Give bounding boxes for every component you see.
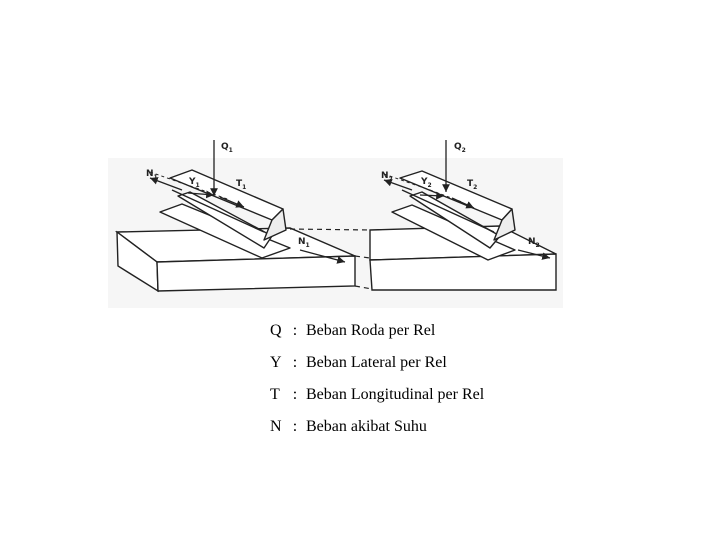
legend-symbol: T <box>270 386 280 403</box>
right-force-arrows <box>383 140 551 260</box>
legend-text: Beban akibat Suhu <box>306 418 427 435</box>
legend-separator: : <box>292 386 298 403</box>
legend-text: Beban Roda per Rel <box>306 322 436 339</box>
sleeper-continuation <box>289 228 373 290</box>
label-t1: T1 <box>236 179 246 191</box>
legend-row-t: T: Beban Longitudinal per Rel <box>270 384 484 416</box>
label-y1: Y1 <box>188 177 200 189</box>
label-n2-side: N2 <box>528 237 540 249</box>
right-rail <box>391 170 516 261</box>
legend-separator: : <box>292 322 298 339</box>
legend-row-q: Q: Beban Roda per Rel <box>270 320 484 352</box>
legend-symbol: N <box>270 418 282 435</box>
legend-symbol: Q <box>270 322 282 339</box>
legend-row-y: Y: Beban Lateral per Rel <box>270 352 484 384</box>
legend-separator: : <box>292 418 298 435</box>
legend-text: Beban Lateral per Rel <box>306 354 447 371</box>
label-y2: Y2 <box>420 177 432 189</box>
legend-text: Beban Longitudinal per Rel <box>306 386 485 403</box>
left-force-arrows <box>149 140 346 264</box>
legend-separator: : <box>292 354 298 371</box>
label-q2: Q2 <box>454 142 466 154</box>
label-q1: Q1 <box>221 142 233 154</box>
legend: Q: Beban Roda per Rel Y: Beban Lateral per… <box>270 320 484 448</box>
left-rail <box>159 169 291 259</box>
legend-row-n: N: Beban akibat Suhu <box>270 416 484 448</box>
label-n2-top: N2 <box>381 171 393 183</box>
label-n1-top: N1 <box>146 169 158 181</box>
legend-symbol: Y <box>270 354 282 371</box>
label-t2: T2 <box>467 179 477 191</box>
right-axis-lines <box>383 173 463 203</box>
label-n1-side: N1 <box>298 237 310 249</box>
left-axis-lines <box>149 171 231 201</box>
